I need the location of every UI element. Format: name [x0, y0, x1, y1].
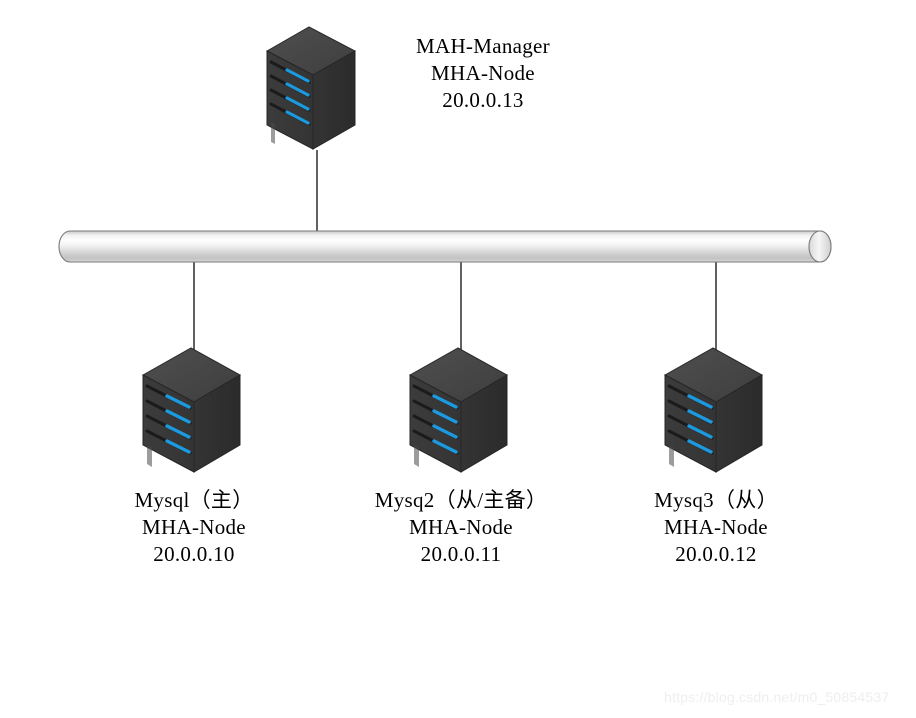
server-tower-icon: [141, 347, 242, 473]
node-label-manager: MAH-Manager MHA-Node 20.0.0.13: [383, 33, 583, 114]
server-tower-icon: [265, 26, 357, 150]
mysql2-name: Mysq2（从/主备）: [374, 488, 548, 512]
mysql3-role: MHA-Node: [664, 515, 768, 539]
manager-ip: 20.0.0.13: [442, 88, 524, 112]
node-label-mysql1: Mysql（主） MHA-Node 20.0.0.10: [94, 487, 294, 568]
mysql2-role: MHA-Node: [409, 515, 513, 539]
mysql1-name: Mysql（主）: [134, 488, 254, 512]
mysql3-ip: 20.0.0.12: [675, 542, 757, 566]
server-icon-mysql1: [139, 345, 244, 482]
bus-end-cap-icon: [808, 230, 832, 263]
server-icon-manager: [263, 24, 358, 161]
mysql1-role: MHA-Node: [142, 515, 246, 539]
network-bus: [58, 230, 832, 263]
server-tower-icon: [408, 347, 509, 473]
node-label-mysql2: Mysq2（从/主备） MHA-Node 20.0.0.11: [341, 487, 581, 568]
mysql2-ip: 20.0.0.11: [420, 542, 502, 566]
manager-role: MHA-Node: [431, 61, 535, 85]
server-icon-mysql2: [406, 345, 511, 482]
server-tower-icon: [663, 347, 764, 473]
mysql1-ip: 20.0.0.10: [153, 542, 235, 566]
manager-name: MAH-Manager: [416, 34, 550, 58]
watermark: https://blog.csdn.net/m0_50854537: [664, 689, 890, 705]
server-icon-mysql3: [661, 345, 766, 482]
node-label-mysql3: Mysq3（从） MHA-Node 20.0.0.12: [616, 487, 816, 568]
mysql3-name: Mysq3（从）: [654, 488, 778, 512]
